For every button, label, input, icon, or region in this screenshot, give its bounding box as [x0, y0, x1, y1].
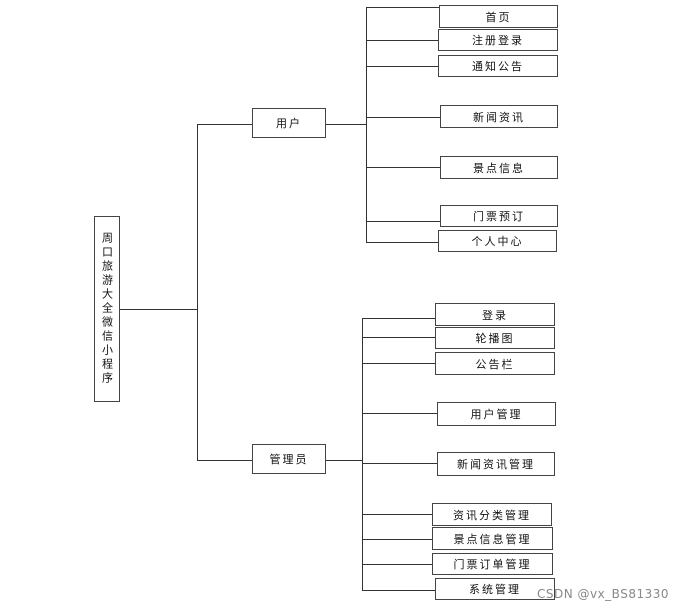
leaf-node-label: 注册登录	[472, 34, 524, 47]
branch-node-label: 用户	[276, 117, 302, 130]
leaf-node-label: 门票订单管理	[453, 558, 532, 571]
leaf-node: 景点信息管理	[432, 527, 553, 550]
leaf-node: 公告栏	[435, 352, 555, 375]
leaf-node-label: 系统管理	[469, 583, 521, 596]
connector	[362, 463, 437, 464]
leaf-node-label: 资讯分类管理	[453, 508, 531, 522]
leaf-node-label: 景点信息管理	[453, 532, 532, 546]
connector	[362, 514, 432, 515]
leaf-node-label: 新闻资讯	[473, 110, 525, 124]
leaf-node: 用户管理	[437, 402, 556, 426]
leaf-node-label: 景点信息	[473, 161, 525, 175]
connector	[366, 242, 438, 243]
leaf-node-label: 轮播图	[475, 332, 515, 345]
connector	[366, 7, 439, 8]
connector	[366, 221, 440, 222]
branch-node-user: 用户	[252, 108, 326, 138]
connector	[366, 117, 440, 118]
leaf-node: 系统管理	[435, 578, 555, 600]
connector	[366, 7, 367, 243]
root-node-label: 周口旅游大全微信小程序	[100, 232, 114, 386]
connector	[362, 413, 437, 414]
leaf-node: 资讯分类管理	[432, 503, 552, 526]
leaf-node-label: 首页	[485, 10, 512, 24]
connector	[120, 309, 197, 310]
connector	[362, 590, 435, 591]
leaf-node: 门票订单管理	[432, 553, 553, 575]
connector	[197, 124, 198, 461]
connector	[326, 460, 362, 461]
connector	[362, 363, 435, 364]
branch-node-admin: 管理员	[252, 444, 326, 474]
connector	[197, 124, 252, 125]
watermark-text: CSDN @vx_BS81330	[536, 587, 669, 601]
connector	[366, 66, 438, 67]
connector	[366, 167, 440, 168]
connector	[362, 539, 432, 540]
leaf-node: 登录	[435, 303, 555, 326]
leaf-node: 通知公告	[438, 55, 558, 77]
leaf-node-label: 通知公告	[472, 60, 524, 73]
leaf-node: 新闻资讯管理	[437, 452, 555, 476]
leaf-node-label: 个人中心	[471, 235, 524, 248]
leaf-node: 注册登录	[438, 29, 558, 51]
leaf-node: 门票预订	[440, 205, 558, 227]
leaf-node-label: 公告栏	[475, 357, 515, 371]
connector	[362, 564, 432, 565]
connector	[197, 460, 252, 461]
leaf-node-label: 用户管理	[470, 408, 523, 421]
leaf-node: 首页	[439, 5, 558, 28]
branch-node-label: 管理员	[269, 453, 309, 466]
leaf-node-label: 登录	[482, 308, 508, 322]
root-node: 周口旅游大全微信小程序	[94, 216, 120, 402]
leaf-node: 轮播图	[435, 327, 555, 349]
connector	[362, 337, 435, 338]
leaf-node: 个人中心	[438, 230, 557, 252]
connector	[362, 318, 363, 591]
leaf-node: 景点信息	[440, 156, 558, 179]
connector	[362, 318, 435, 319]
connector	[366, 40, 438, 41]
leaf-node-label: 门票预订	[473, 210, 525, 223]
connector	[326, 124, 366, 125]
leaf-node: 新闻资讯	[440, 105, 558, 128]
leaf-node-label: 新闻资讯管理	[457, 458, 535, 471]
